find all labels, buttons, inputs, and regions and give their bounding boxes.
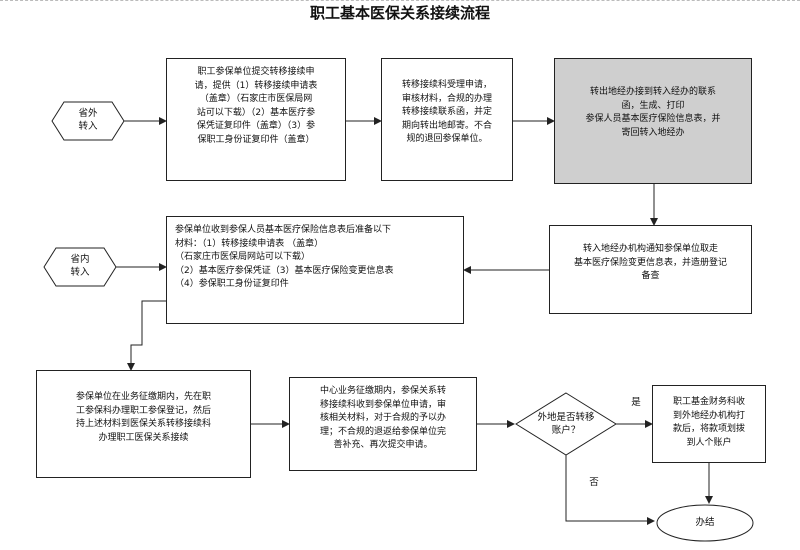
- source-agency-box: 转出地经办接到转入经办的联系 函，生成、打印 参保人员基本医疗保险信息表，并 寄…: [554, 58, 752, 184]
- end-label: 办结: [695, 517, 715, 528]
- transfer-department-box: 转移接续科受理申请， 审核材料，合规的办理 转移接续联系函，并定 期向转出地邮寄…: [381, 58, 513, 181]
- unit-materials-box: 参保单位收到参保人员基本医疗保险信息表后准备以下 材料：（1）转移接续申请表 （…: [166, 216, 464, 324]
- inside-province-label: 省内 转入: [70, 254, 90, 278]
- arrow-decision-end: [565, 455, 655, 525]
- yes-label: 是: [631, 397, 641, 408]
- top-divider: [0, 0, 800, 1]
- end-terminal: [656, 504, 754, 542]
- unit-registration-box: 参保单位在业务征缴期内，先在职 工参保科办理职工参保登记，然后 持上述材料到医保…: [36, 370, 251, 478]
- center-review-box: 中心业务征缴期内，参保关系转 移接续科收到参保单位申请，审 核相关材料，对于合规…: [289, 377, 477, 471]
- decision-label: 外地是否转移 账户？: [537, 412, 595, 436]
- notify-unit-box: 转入地经办机构通知参保单位取走 基本医疗保险变更信息表，并造册登记 备查: [549, 225, 752, 314]
- page-title: 职工基本医保关系接续流程: [309, 4, 490, 22]
- no-label: 否: [589, 477, 599, 488]
- finance-dept-box: 职工基金财务科收 到外地经办机构打 款后，将款项划拨 到人个账户: [652, 385, 766, 463]
- submit-application-box: 职工参保单位提交转移接续申 请，提供（1）转移接续申请表 （盖章）（石家庄市医保…: [166, 58, 346, 181]
- outside-province-label: 省外 转入: [78, 108, 98, 132]
- arrow-box5-box6: [127, 300, 166, 371]
